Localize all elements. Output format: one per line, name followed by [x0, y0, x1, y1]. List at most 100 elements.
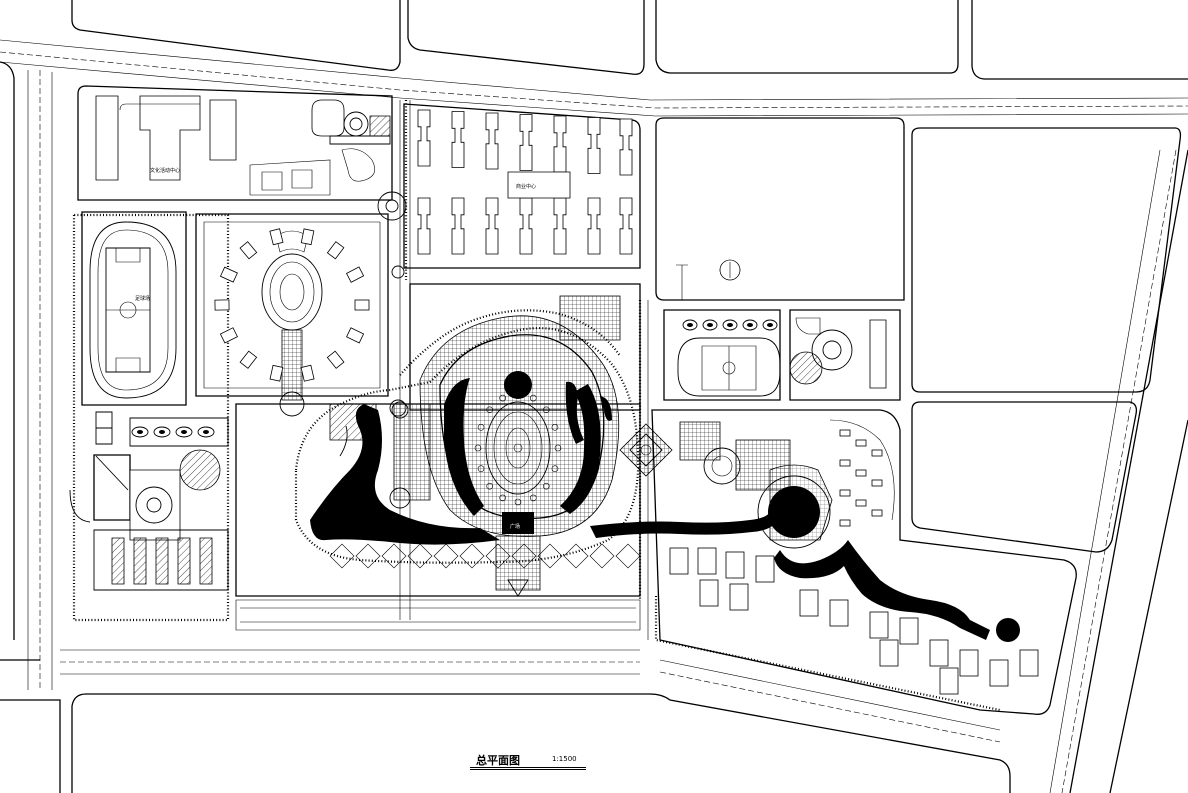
- court-center: [727, 323, 733, 327]
- residential-building: [619, 118, 633, 176]
- court-center: [181, 430, 187, 434]
- east-building: [755, 555, 775, 583]
- court-center: [707, 323, 713, 327]
- east-building: [869, 611, 889, 639]
- ring-pavilion: [551, 424, 559, 431]
- residential-building: [485, 112, 499, 170]
- svg-text:广场: 广场: [510, 523, 520, 530]
- ring-pavilion: [514, 498, 522, 506]
- parking-bay: [155, 537, 169, 585]
- court-center: [137, 430, 143, 434]
- terrace-unit: [871, 449, 883, 457]
- diamond-block: [433, 543, 459, 569]
- ring-pavilion: [530, 494, 537, 502]
- court-center: [687, 323, 693, 327]
- ring-pavilion: [551, 465, 559, 472]
- north-arrow-icon: [719, 259, 741, 281]
- parking-bay: [199, 537, 213, 585]
- garden-villa: [346, 266, 365, 283]
- east-building: [1019, 649, 1039, 677]
- east-building: [989, 659, 1009, 687]
- sports-field-right: [663, 309, 901, 401]
- residential-building: [587, 117, 601, 174]
- ring-pavilion: [514, 390, 522, 398]
- court-center: [159, 430, 165, 434]
- garden-villa: [214, 299, 230, 311]
- diamond-block: [459, 543, 485, 569]
- east-building: [725, 551, 745, 579]
- terrace-unit: [871, 509, 883, 517]
- court-center: [203, 430, 209, 434]
- diamond-block: [407, 543, 433, 569]
- drawing-scale: 1:1500: [552, 755, 577, 763]
- housing-rows: 商业中心: [403, 103, 641, 269]
- ring-pavilion: [499, 494, 506, 502]
- east-building: [929, 639, 949, 667]
- garden-villa: [219, 327, 238, 344]
- ring-pavilion: [474, 444, 482, 452]
- east-building: [829, 599, 849, 627]
- ring-pavilion: [486, 482, 494, 490]
- diamond-block: [615, 543, 641, 569]
- residential-building: [587, 197, 601, 255]
- court-ellipse: [175, 426, 193, 438]
- ring-pavilion: [530, 394, 537, 402]
- terrace-unit: [855, 499, 867, 507]
- ring-pavilion: [554, 444, 562, 452]
- residential-building: [519, 197, 533, 255]
- east-building: [939, 667, 959, 695]
- diamond-block: [511, 543, 537, 569]
- residential-building: [619, 197, 633, 255]
- ring-pavilion: [499, 394, 506, 402]
- garden-villa: [219, 266, 238, 283]
- east-building: [959, 649, 979, 677]
- ring-pavilion: [542, 482, 550, 490]
- court-ellipse: [722, 319, 738, 331]
- admin-compound: 文化活动中心: [77, 85, 393, 201]
- ring-pavilion: [477, 424, 485, 431]
- court-center: [767, 323, 773, 327]
- residential-block-west: [195, 213, 389, 417]
- east-building: [729, 583, 749, 611]
- garden-villa: [269, 364, 284, 382]
- diamond-block: [589, 543, 615, 569]
- title-underline: [470, 767, 586, 768]
- court-ellipse: [762, 319, 778, 331]
- residential-building: [451, 197, 465, 255]
- parking-bay: [133, 537, 147, 585]
- garden-villa: [326, 241, 345, 260]
- diamond-block: [537, 543, 563, 569]
- garden-villa: [346, 327, 365, 344]
- terrace-unit: [839, 489, 851, 497]
- residential-building: [451, 111, 465, 168]
- diamond-block: [355, 543, 381, 569]
- east-building: [669, 547, 689, 575]
- ring-pavilion: [477, 465, 485, 472]
- terrace-unit: [855, 439, 867, 447]
- garden-villa: [354, 299, 370, 311]
- east-wing: [590, 409, 1077, 715]
- terrace-unit: [839, 459, 851, 467]
- diamond-block: [485, 543, 511, 569]
- east-building: [697, 547, 717, 575]
- court-ellipse: [702, 319, 718, 331]
- ring-pavilion: [486, 406, 494, 414]
- garden-villa: [300, 228, 315, 246]
- residential-building: [417, 109, 431, 167]
- parking-bay: [111, 537, 125, 585]
- residential-building: [417, 197, 431, 255]
- garden-villa: [239, 350, 258, 369]
- court-ellipse: [131, 426, 149, 438]
- court-ellipse: [153, 426, 171, 438]
- residential-building: [553, 115, 567, 173]
- court-ellipse: [197, 426, 215, 438]
- east-building: [799, 589, 819, 617]
- parking-bay: [177, 537, 191, 585]
- garden-villa: [300, 364, 315, 382]
- garden-villa: [239, 241, 258, 260]
- terrace-unit: [855, 469, 867, 477]
- terrace-unit: [871, 479, 883, 487]
- court-center: [747, 323, 753, 327]
